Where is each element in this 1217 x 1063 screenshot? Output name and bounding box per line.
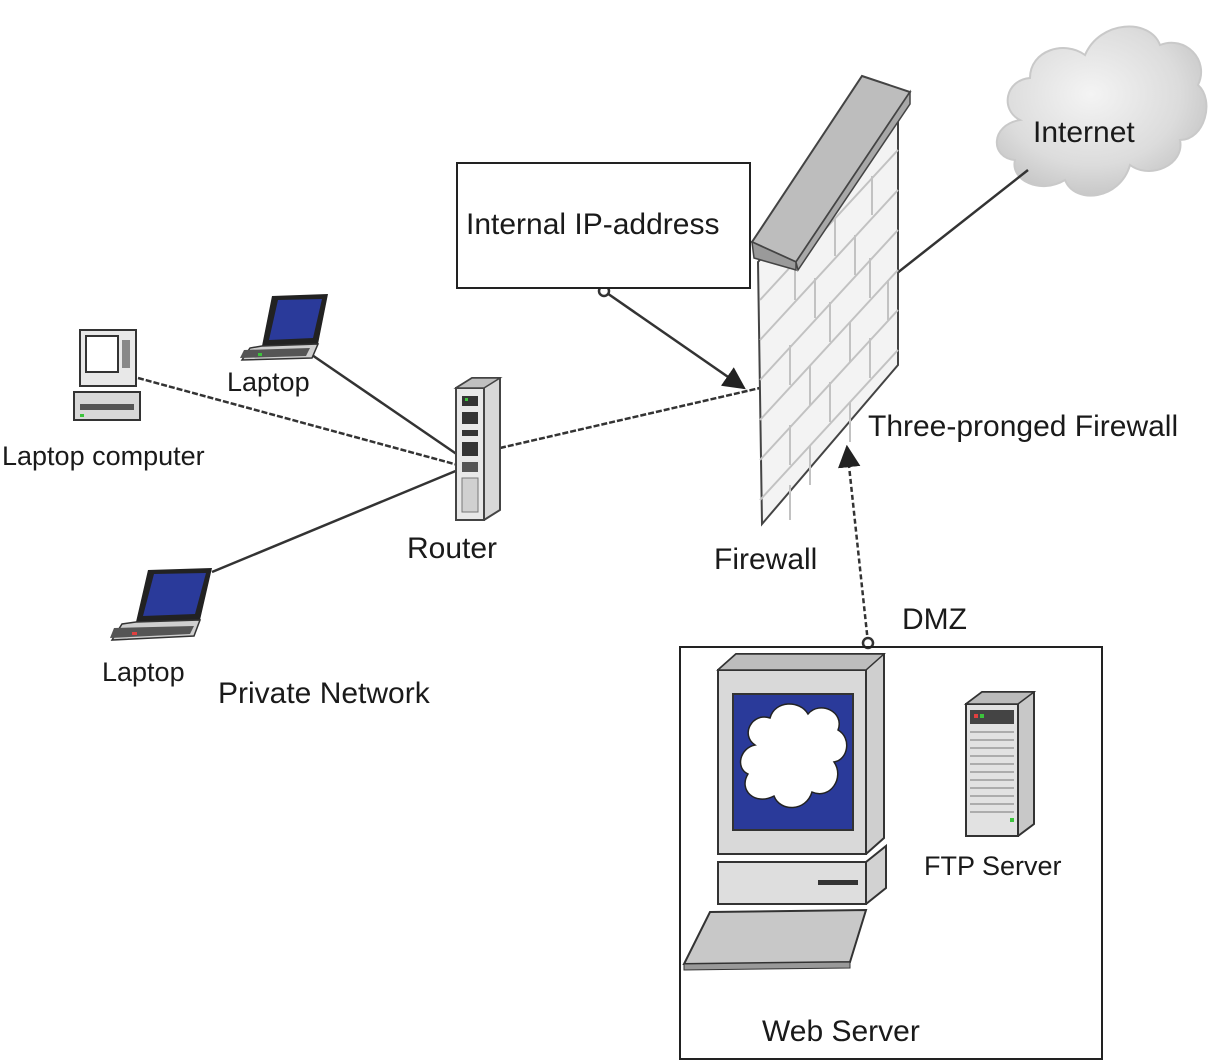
link-laptop-computer-router	[137, 376, 459, 467]
firewall-wall-icon	[750, 74, 912, 527]
router-label: Router	[407, 532, 498, 565]
internal-ip-label: Internal IP-address	[466, 208, 720, 241]
laptop-top-icon	[240, 294, 328, 361]
web-server-label: Web Server	[762, 1015, 920, 1048]
link-router-firewall	[499, 386, 761, 450]
connection-lines	[137, 169, 1029, 650]
dmz-connector-dot	[861, 636, 875, 650]
laptop-top-label: Laptop	[227, 367, 310, 397]
ftp-server-icon	[963, 691, 1037, 837]
private-network-label: Private Network	[218, 677, 430, 710]
link-dmz-firewall	[837, 444, 870, 644]
link-laptop-bottom-router	[211, 468, 459, 574]
firewall-label: Firewall	[714, 543, 818, 576]
internet-label: Internet	[1033, 116, 1135, 149]
dmz-label: DMZ	[902, 603, 967, 636]
web-server-computer-icon	[682, 653, 887, 971]
link-laptop-top-router	[311, 353, 459, 457]
laptop-bottom-icon	[110, 568, 212, 641]
internet-cloud-icon	[995, 25, 1208, 197]
router-icon	[453, 377, 503, 521]
ftp-server-label: FTP Server	[924, 851, 1062, 881]
internal-ip-box	[456, 162, 751, 289]
web-cloud-icon	[739, 703, 848, 809]
link-ip-firewall	[603, 289, 746, 390]
laptop-computer-icon	[73, 329, 141, 421]
laptop-computer-label: Laptop computer	[2, 441, 205, 471]
three-pronged-firewall-label: Three-pronged Firewall	[868, 410, 1179, 443]
laptop-bottom-label: Laptop	[102, 657, 185, 687]
dmz-box	[679, 646, 1103, 1060]
